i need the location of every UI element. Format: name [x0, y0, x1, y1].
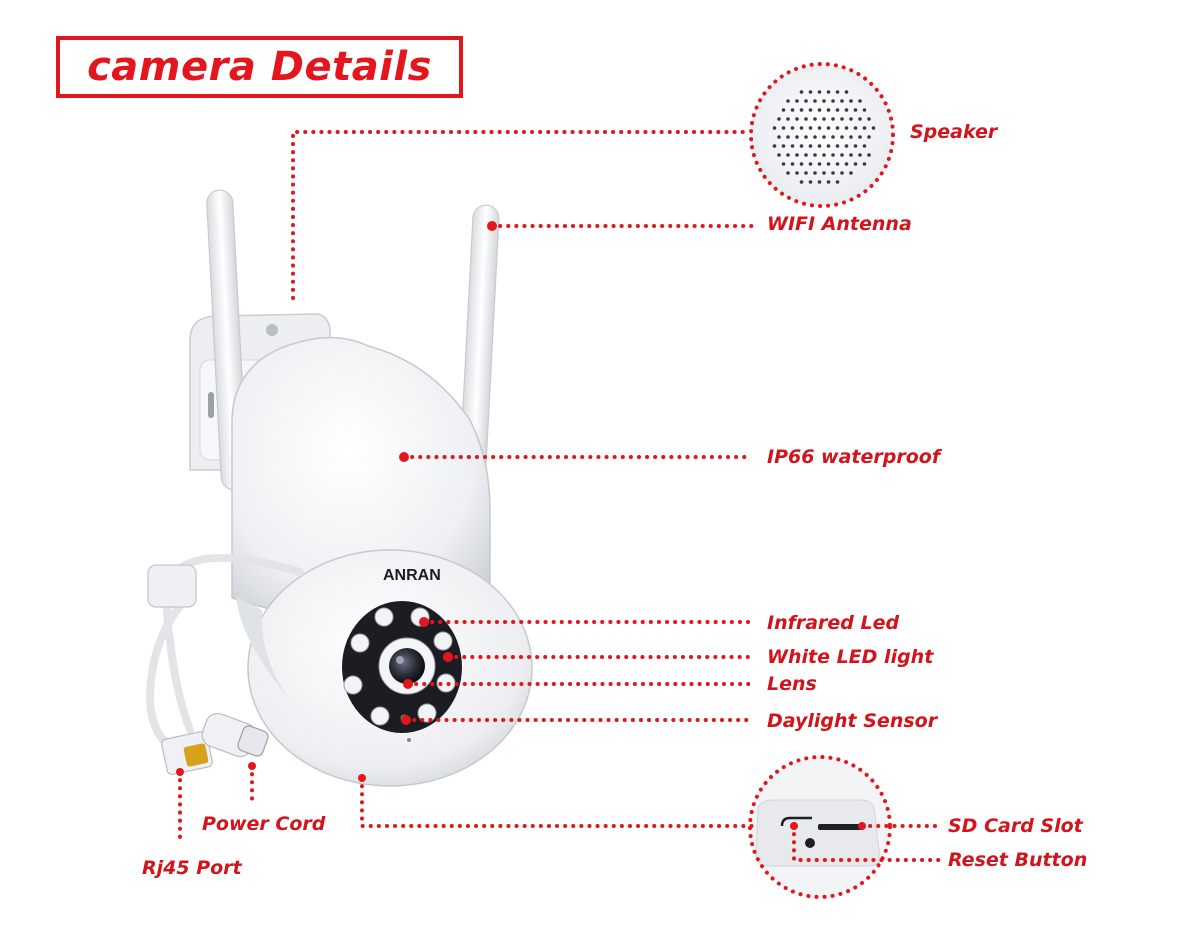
- label-rj45-port: Rj45 Port: [142, 857, 242, 879]
- leader-reset-button: [792, 824, 942, 862]
- speaker-detail: [749, 62, 895, 208]
- label-power-cord: Power Cord: [202, 813, 326, 835]
- leader-endpoints: [176, 221, 866, 830]
- title-box: camera Details: [56, 36, 463, 98]
- camera-illustration: ANRAN: [145, 189, 533, 787]
- label-sd-card-slot: SD Card Slot: [948, 815, 1083, 837]
- label-white-led-light: White LED light: [767, 646, 934, 668]
- label-daylight-sensor: Daylight Sensor: [767, 710, 938, 732]
- label-wifi-antenna: WIFI Antenna: [767, 213, 912, 235]
- label-ip66-waterproof: IP66 waterproof: [767, 446, 941, 468]
- leader-speaker: [291, 130, 752, 300]
- speaker-grille: [772, 90, 876, 184]
- leader-sd-slot: [360, 776, 754, 828]
- page-title: camera Details: [87, 44, 432, 90]
- label-speaker: Speaker: [910, 121, 998, 143]
- label-infrared-led: Infrared Led: [767, 612, 900, 634]
- label-lens: Lens: [767, 673, 817, 695]
- sd-slot-detail: [748, 755, 892, 899]
- label-reset-button: Reset Button: [948, 849, 1088, 871]
- anran-logo: ANRAN: [383, 567, 441, 584]
- leader-lines: [178, 130, 942, 862]
